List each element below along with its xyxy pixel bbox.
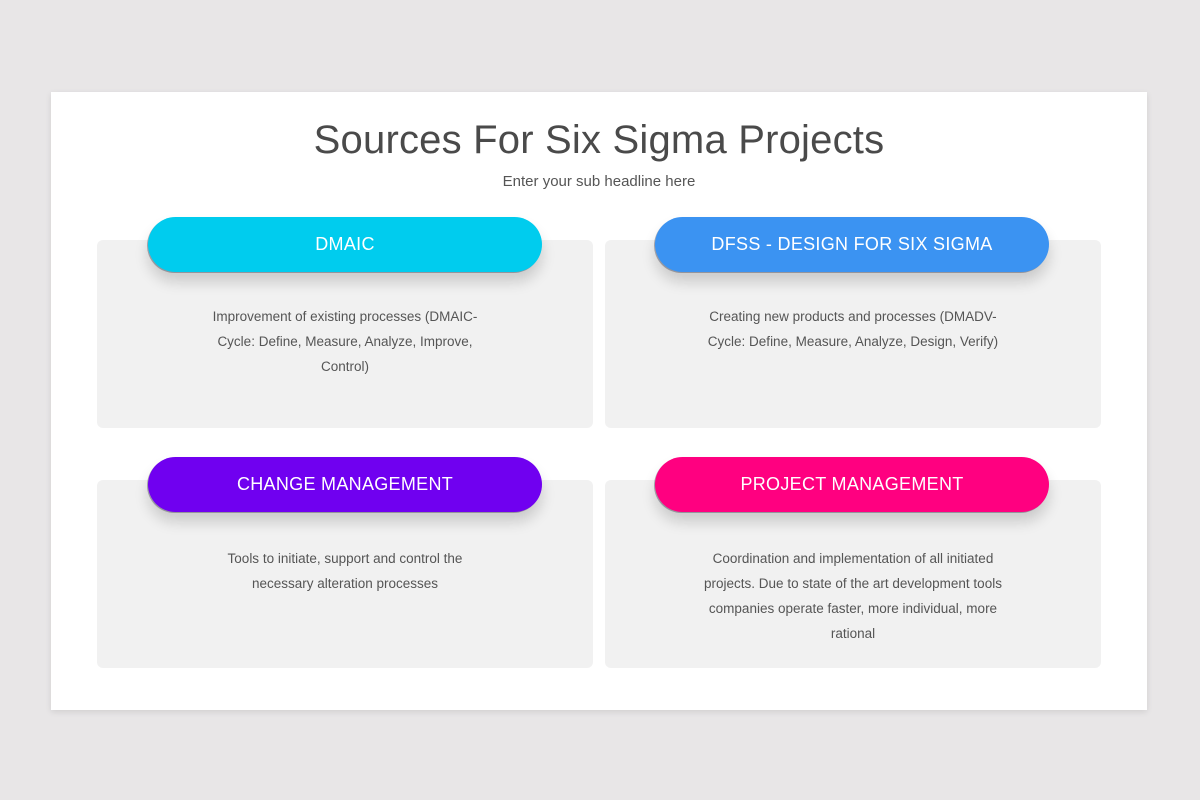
card-description-text: Improvement of existing processes (DMAIC… [212,309,478,374]
card-description: Tools to initiate, support and control t… [97,546,593,596]
card-description: Coordination and implementation of all i… [605,546,1101,646]
card-description: Creating new products and processes (DMA… [605,304,1101,354]
slide: Sources For Six Sigma Projects Enter you… [51,92,1147,710]
pill-change-management[interactable]: CHANGE MANAGEMENT [148,457,542,512]
slide-title: Sources For Six Sigma Projects [313,118,885,162]
card-description-text: Creating new products and processes (DMA… [707,309,999,349]
pill-label: DFSS - DESIGN FOR SIX SIGMA [711,234,993,254]
pill-dmaic[interactable]: DMAIC [148,217,542,272]
card-description-text: Tools to initiate, support and control t… [227,551,463,591]
pill-dfss[interactable]: DFSS - DESIGN FOR SIX SIGMA [655,217,1049,272]
slide-subtitle: Enter your sub headline here [502,173,696,190]
pill-label: DMAIC [315,234,375,254]
card-description-text: Coordination and implementation of all i… [704,551,1002,641]
pill-project-management[interactable]: PROJECT MANAGEMENT [655,457,1049,512]
pill-label: PROJECT MANAGEMENT [740,474,964,494]
pill-label: CHANGE MANAGEMENT [236,474,454,494]
card-description: Improvement of existing processes (DMAIC… [97,304,593,379]
